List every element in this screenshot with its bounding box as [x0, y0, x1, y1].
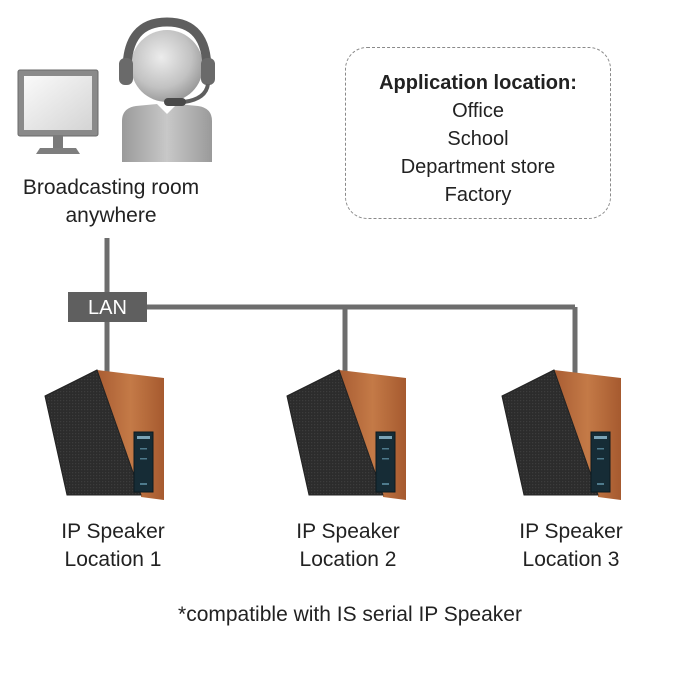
lan-switch-box: LAN — [68, 292, 147, 322]
lan-label: LAN — [88, 297, 127, 319]
application-location-title: Application location: — [379, 72, 577, 94]
operator-headset-icon — [119, 17, 215, 162]
speaker-2-label: IP Speaker Location 2 — [273, 518, 423, 574]
speaker-3-line2: Location 3 — [522, 548, 620, 571]
lan-network-lines — [104, 238, 578, 376]
location-item-office: Office — [452, 100, 504, 122]
speaker-2-line1: IP Speaker — [296, 520, 400, 543]
location-item-factory: Factory — [444, 184, 512, 206]
speaker-3-label: IP Speaker Location 3 — [496, 518, 646, 574]
speaker-1-line2: Location 1 — [64, 548, 162, 571]
speaker-2-line2: Location 2 — [299, 548, 397, 571]
ip-speaker-2-icon — [286, 369, 407, 501]
broadcasting-room-line2: anywhere — [65, 204, 157, 227]
broadcasting-room-line1: Broadcasting room — [22, 176, 200, 199]
speaker-1-line1: IP Speaker — [61, 520, 165, 543]
ip-speaker-3-icon — [501, 369, 622, 501]
speaker-3-line1: IP Speaker — [519, 520, 623, 543]
compatibility-footnote: *compatible with IS serial IP Speaker — [178, 603, 522, 626]
ip-speaker-1-icon — [44, 369, 165, 501]
location-item-school: School — [447, 128, 509, 150]
monitor-icon — [17, 69, 99, 154]
location-item-department-store: Department store — [400, 156, 556, 178]
broadcasting-room-label: Broadcasting room anywhere — [0, 174, 222, 230]
application-location-box: Application location: Office School Depa… — [345, 47, 611, 219]
speaker-1-label: IP Speaker Location 1 — [38, 518, 188, 574]
